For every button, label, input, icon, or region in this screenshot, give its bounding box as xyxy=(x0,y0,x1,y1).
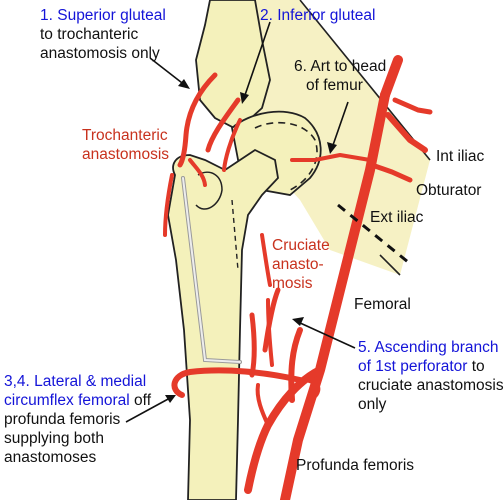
common-iliac-artery xyxy=(380,55,403,100)
label-ascending-line3: cruciate anastomosis xyxy=(358,377,504,394)
label-cruciate-line2: anasto- xyxy=(272,256,324,273)
label-superior-gluteal-line3: anastomosis only xyxy=(40,45,160,62)
profunda-branch xyxy=(255,383,270,427)
lateral-circumflex-artery xyxy=(171,367,303,398)
label-ext-iliac: Ext iliac xyxy=(370,209,424,226)
int-iliac-artery xyxy=(385,112,428,153)
label-ascending-line1: 5. Ascending branch xyxy=(358,339,499,356)
pelvis-shading xyxy=(236,0,430,275)
label-art-head-femur-line1: 6. Art to head xyxy=(294,58,387,75)
trochanteric-branch-1 xyxy=(163,173,174,237)
cruciate-branch-1 xyxy=(260,233,272,287)
femoral-head-dashed xyxy=(254,121,318,191)
label-ascending-line2-blue: of 1st perforator xyxy=(358,358,468,375)
arrowhead-ascending-branch xyxy=(292,317,304,326)
label-superior-gluteal-title: 1. Superior gluteal xyxy=(40,7,166,24)
arrowhead-art-head-femur xyxy=(327,142,337,154)
leader-lines xyxy=(125,21,356,423)
label-int-iliac: Int iliac xyxy=(436,148,485,165)
femur-bone xyxy=(167,148,279,500)
int-iliac-branch xyxy=(392,97,433,115)
femur-neck-dashed xyxy=(231,199,239,271)
arrowhead-inferior-gluteal xyxy=(240,92,249,104)
label-circumflex-line1: 3,4. Lateral & medial xyxy=(4,373,147,390)
obturator-artery xyxy=(369,162,413,183)
label-ascending-branch: 5. Ascending branch of 1st perforator to… xyxy=(358,338,504,414)
arrow-inferior-gluteal xyxy=(243,21,271,99)
arrow-art-head-femur xyxy=(331,101,349,149)
arrow-ascending-branch xyxy=(297,321,356,349)
label-cruciate-line3: mosis xyxy=(272,275,313,292)
label-art-head-femur-line2: of femur xyxy=(306,77,363,94)
label-cruciate-line1: Cruciate xyxy=(272,237,330,254)
arrowhead-superior-gluteal xyxy=(178,79,190,89)
inferior-gluteal-branch xyxy=(222,118,242,172)
label-circumflex-line2-black: off xyxy=(129,392,152,409)
label-profunda-femoris: Profunda femoris xyxy=(296,457,415,474)
femoral-artery xyxy=(280,90,390,500)
trochanteric-branch-2 xyxy=(188,158,207,187)
inferior-gluteal-artery xyxy=(205,97,241,153)
arrow-heads xyxy=(165,79,337,403)
pelvis-outline xyxy=(299,0,431,276)
cruciate-branch-4 xyxy=(266,298,274,367)
label-circumflex-line3: profunda femoris xyxy=(4,411,121,428)
label-trochanteric-anastomosis: Trochanteric anastomosis xyxy=(82,126,169,164)
label-ascending-line2-black: to xyxy=(467,358,485,375)
label-circumflex-line2-blue: circumflex femoral xyxy=(4,392,130,409)
label-circumflex-line5: anastomoses xyxy=(4,449,97,466)
label-superior-gluteal: 1. Superior gluteal to trochanteric anas… xyxy=(40,6,166,63)
femur-grey-guide-inner xyxy=(182,177,241,363)
arrowhead-circumflex xyxy=(165,395,176,403)
superior-gluteal-artery xyxy=(177,72,218,168)
obturator-branch xyxy=(290,153,372,162)
label-cruciate-anastomosis: Cruciate anasto- mosis xyxy=(272,236,330,293)
label-ascending-line4: only xyxy=(358,396,387,413)
cruciate-branch-3 xyxy=(249,312,257,378)
arrow-superior-gluteal xyxy=(149,57,187,87)
label-superior-gluteal-line2: to trochanteric xyxy=(40,26,139,43)
arrow-circumflex xyxy=(125,397,171,423)
label-femoral: Femoral xyxy=(354,296,411,313)
label-trochanteric-line2: anastomosis xyxy=(82,146,170,163)
label-art-head-femur: 6. Art to head of femur xyxy=(294,57,386,95)
label-inferior-gluteal: 2. Inferior gluteal xyxy=(260,7,376,24)
label-obturator: Obturator xyxy=(416,182,482,199)
greater-trochanter-line xyxy=(195,171,223,210)
label-circumflex-line4: supplying both xyxy=(4,430,104,447)
label-circumflex: 3,4. Lateral & medial circumflex femoral… xyxy=(4,372,151,467)
label-trochanteric-line1: Trochanteric xyxy=(82,127,168,144)
